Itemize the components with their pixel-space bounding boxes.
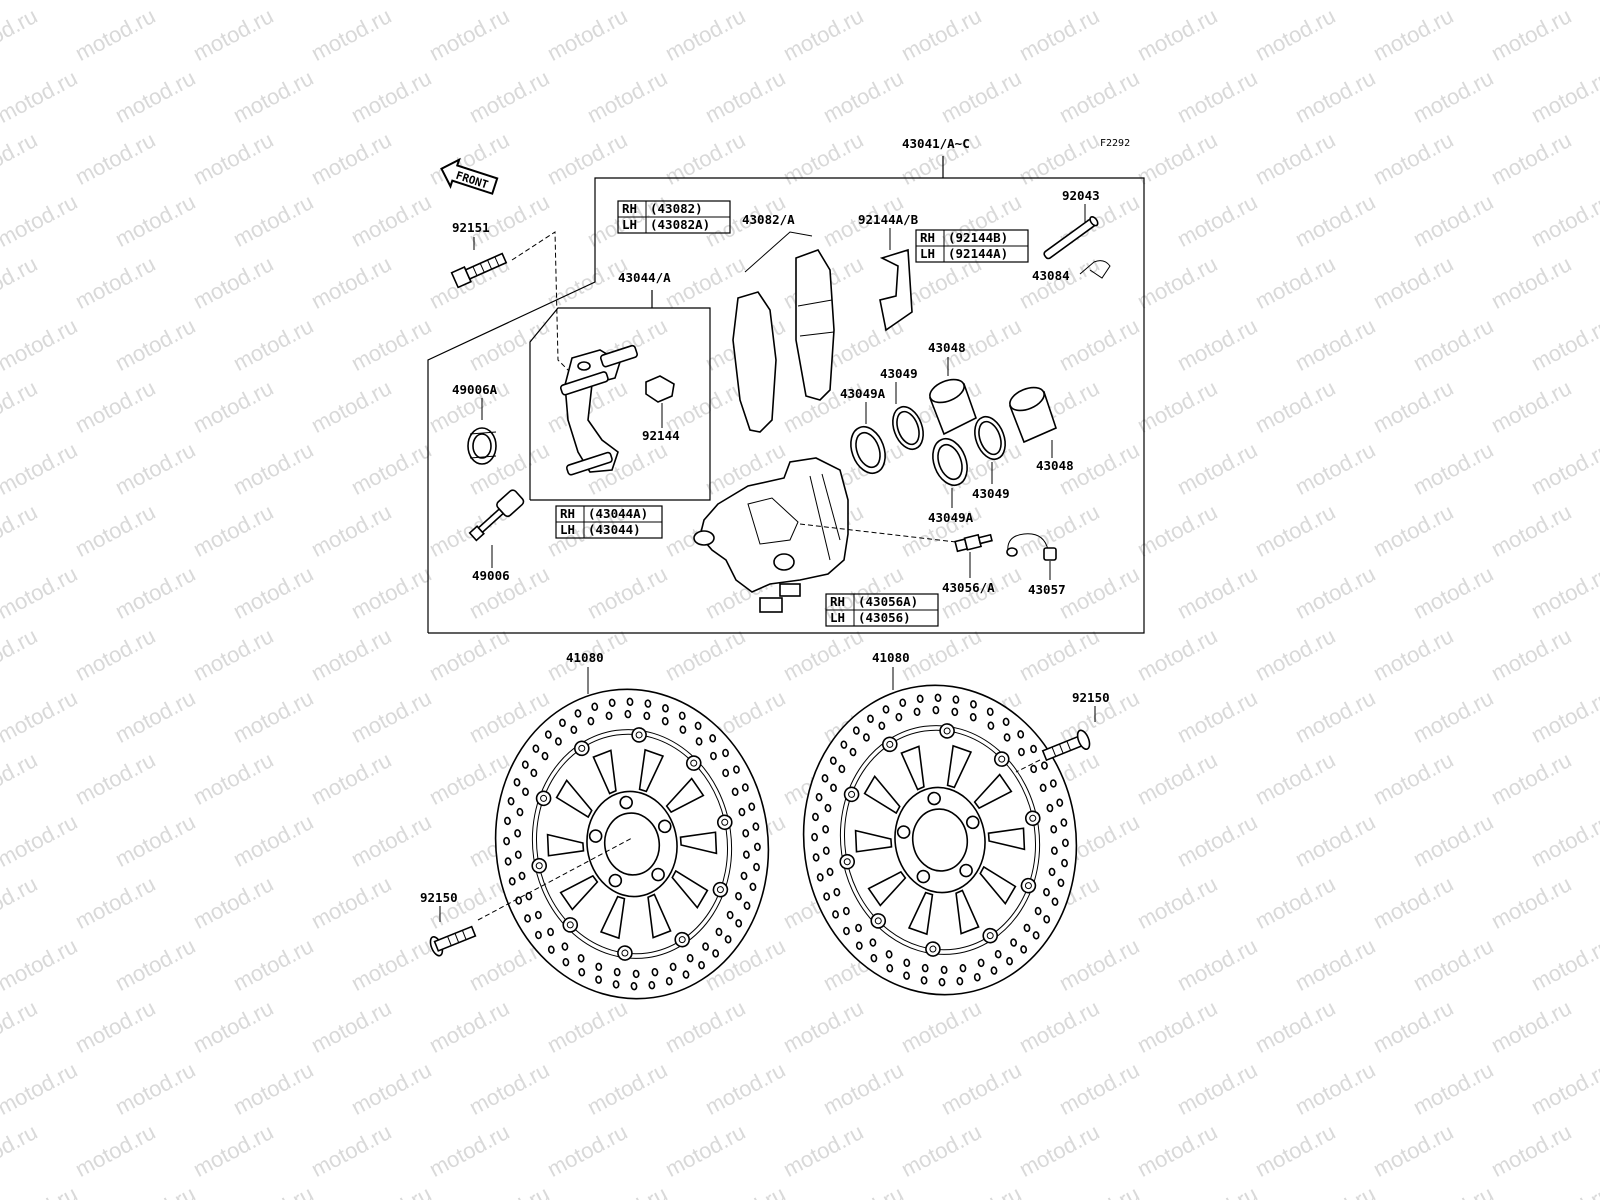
brake-disc-left-icon bbox=[494, 688, 770, 1000]
label-92144[interactable]: 92144 bbox=[642, 428, 680, 443]
label-92150-left[interactable]: 92150 bbox=[420, 890, 458, 905]
caliper-assembly-frame: 43041/A~C bbox=[427, 136, 1145, 634]
label-bleeder[interactable]: 43056/A bbox=[942, 580, 995, 595]
bleeder-valve-icon: 43056/A bbox=[942, 533, 995, 595]
label-disc-left[interactable]: 41080 bbox=[566, 650, 604, 665]
boot-49006a-icon: 49006A bbox=[452, 382, 498, 465]
disc-bolt-right-icon: 92150 bbox=[1015, 690, 1110, 773]
pads-table: RH (43082) LH (43082A) bbox=[617, 200, 731, 234]
caliper-body-icon bbox=[693, 457, 849, 613]
caliper-holder-icon bbox=[559, 344, 638, 476]
label-disc-right[interactable]: 41080 bbox=[872, 650, 910, 665]
diagram-code: F2292 bbox=[1100, 138, 1130, 149]
label-92150-right[interactable]: 92150 bbox=[1072, 690, 1110, 705]
springs-table-side-0: RH bbox=[920, 230, 935, 245]
pads-table-side-1: LH bbox=[622, 217, 637, 232]
springs-table-side-1: LH bbox=[920, 246, 935, 261]
front-arrow-icon: FRONT bbox=[440, 157, 499, 195]
label-seal-b[interactable]: 43049 bbox=[972, 486, 1010, 501]
bleeder-table-part-0: (43056A) bbox=[858, 594, 918, 609]
label-caliper-assy[interactable]: 43041/A~C bbox=[902, 136, 970, 151]
springs-table: RH (92144B) LH (92144A) bbox=[915, 229, 1029, 263]
piston-seal-set-icon: 43048 43049 43049A 43048 43049 43049A bbox=[840, 340, 1074, 525]
bolt-92151-icon: 92151 bbox=[450, 220, 571, 373]
brake-pads-icon: 43082/A bbox=[732, 212, 835, 433]
bleeder-table-part-1: (43056) bbox=[858, 610, 911, 625]
label-clip[interactable]: 43084 bbox=[1032, 268, 1070, 283]
label-piston-a[interactable]: 43048 bbox=[928, 340, 966, 355]
disc-bolt-left-icon: 92150 bbox=[420, 837, 633, 957]
bleeder-leader bbox=[799, 523, 957, 543]
pad-pin-icon: 92043 bbox=[1043, 188, 1100, 260]
pads-table-side-0: RH bbox=[622, 201, 637, 216]
clip-icon: 43084 bbox=[1032, 260, 1111, 283]
springs-table-part-1: (92144A) bbox=[948, 246, 1008, 261]
label-92144ab[interactable]: 92144A/B bbox=[858, 212, 919, 227]
brake-disc-right-icon bbox=[802, 684, 1078, 996]
label-seal-a[interactable]: 43049 bbox=[880, 366, 918, 381]
label-pin[interactable]: 92043 bbox=[1062, 188, 1100, 203]
pads-table-part-1: (43082A) bbox=[650, 217, 710, 232]
holder-frame: 43044/A bbox=[529, 270, 711, 501]
label-holder[interactable]: 43044/A bbox=[618, 270, 671, 285]
bleeder-table-side-1: LH bbox=[830, 610, 845, 625]
slide-pin-49006-icon: 49006 bbox=[468, 489, 525, 583]
label-pads[interactable]: 43082/A bbox=[742, 212, 795, 227]
holder-table: RH (43044A) LH (43044) bbox=[555, 505, 663, 539]
pad-spring-icon: 92144A/B bbox=[858, 212, 919, 332]
label-49006a[interactable]: 49006A bbox=[452, 382, 498, 397]
bleeder-table: RH (43056A) LH (43056) bbox=[825, 593, 939, 627]
holder-table-part-1: (43044) bbox=[588, 522, 641, 537]
bleeder-table-side-0: RH bbox=[830, 594, 845, 609]
pads-table-part-0: (43082) bbox=[650, 201, 703, 216]
label-49006[interactable]: 49006 bbox=[472, 568, 510, 583]
holder-table-part-0: (43044A) bbox=[588, 506, 648, 521]
spring-92144-icon: 92144 bbox=[642, 375, 680, 443]
label-92151[interactable]: 92151 bbox=[452, 220, 490, 235]
label-cap[interactable]: 43057 bbox=[1028, 582, 1066, 597]
label-piston-b[interactable]: 43048 bbox=[1036, 458, 1074, 473]
holder-table-side-0: RH bbox=[560, 506, 575, 521]
holder-table-side-1: LH bbox=[560, 522, 575, 537]
label-dust-seal-a[interactable]: 43049A bbox=[840, 386, 886, 401]
label-dust-seal-b[interactable]: 43049A bbox=[928, 510, 974, 525]
springs-table-part-0: (92144B) bbox=[948, 230, 1008, 245]
bleeder-cap-icon: 43057 bbox=[1006, 533, 1066, 597]
